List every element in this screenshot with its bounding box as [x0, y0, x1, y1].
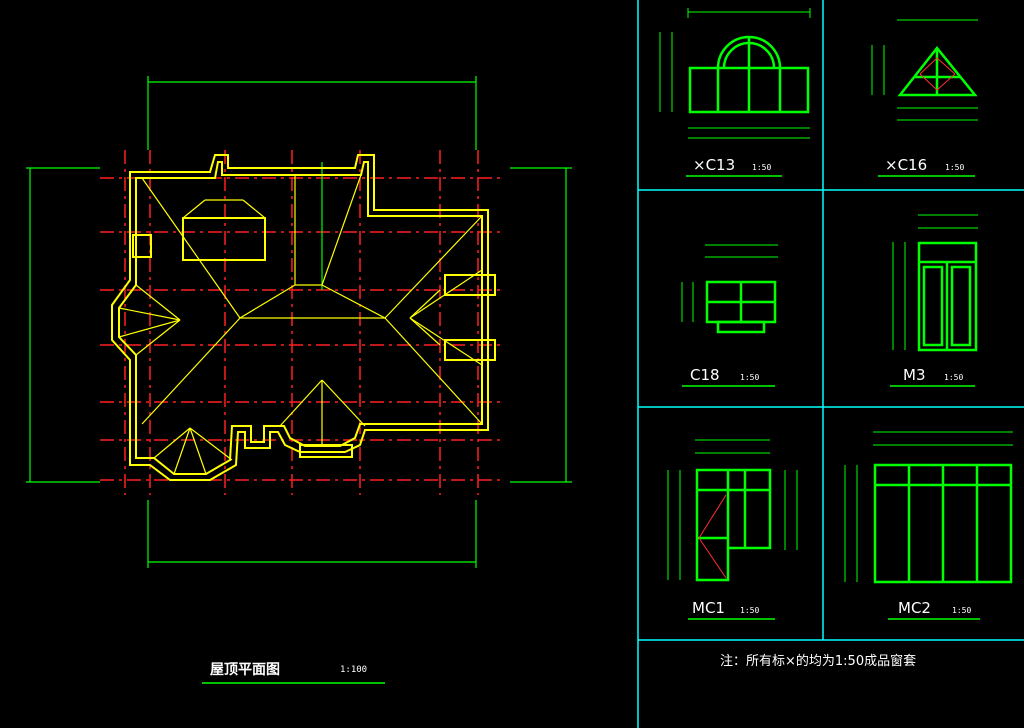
roof-plan-scale: 1:100	[340, 665, 367, 675]
detail-MC2-label: MC2	[898, 599, 931, 617]
detail-C18-scale: 1:50	[740, 373, 759, 382]
detail-MC2: MC2 1:50	[844, 431, 1013, 620]
roof-plan-title: 屋顶平面图	[210, 662, 280, 678]
detail-C13-scale: 1:50	[752, 163, 771, 172]
detail-C18-label: C18	[690, 366, 720, 384]
note-text: 注：所有标×的均为1:50成品窗套	[720, 653, 916, 669]
detail-MC2-scale: 1:50	[952, 606, 971, 615]
roof-dimensions	[26, 76, 572, 568]
detail-M3-scale: 1:50	[944, 373, 963, 382]
detail-C18: C18 1:50	[681, 244, 778, 387]
roof-outline	[111, 154, 496, 481]
detail-M3: M3 1:50	[890, 214, 978, 387]
detail-MC1-label: MC1	[692, 599, 725, 617]
detail-MC1: MC1 1:50	[667, 439, 798, 620]
detail-C13-label: ×C13	[693, 156, 735, 174]
detail-MC1-scale: 1:50	[740, 606, 759, 615]
detail-panel-frame	[637, 0, 1024, 728]
detail-M3-label: M3	[903, 366, 926, 384]
roof-ridges	[118, 174, 483, 475]
detail-C16: ×C16 1:50	[871, 19, 978, 177]
detail-C16-scale: 1:50	[945, 163, 964, 172]
detail-C13: ×C13 1:50	[659, 8, 811, 177]
roof-plan: 屋顶平面图 1:100	[26, 76, 572, 684]
detail-C16-label: ×C16	[885, 156, 927, 174]
